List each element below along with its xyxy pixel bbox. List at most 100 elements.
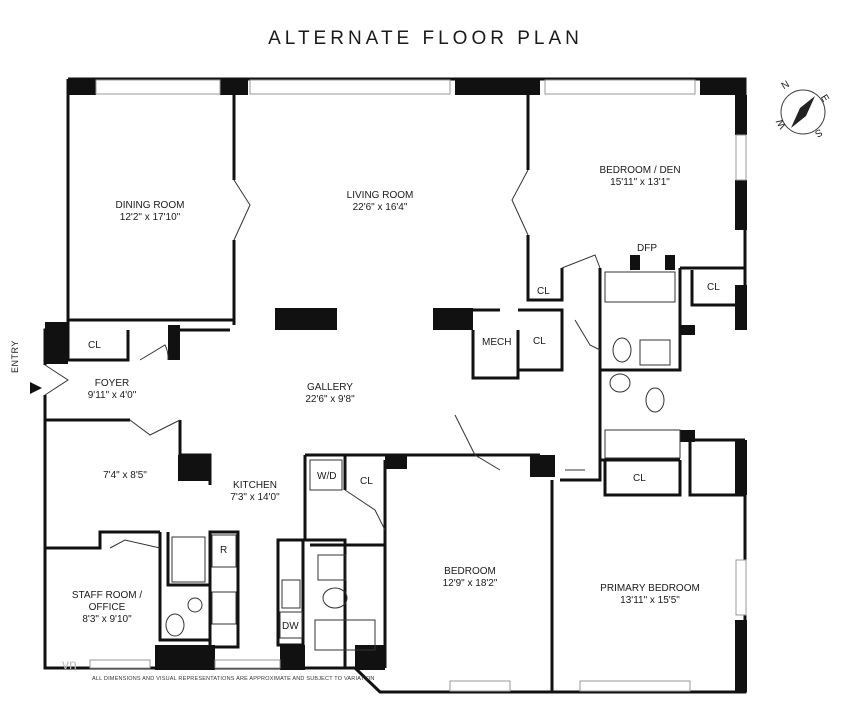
watermark: vn [62,656,77,672]
label-cl-mech: CL [533,336,546,347]
door-kitchen [129,419,181,436]
room-staff: STAFF ROOM / OFFICE 8'3" x 9'10" [62,590,152,626]
outer-wall-left-lower [43,395,355,670]
toilet-staff [165,613,185,637]
window-bedroom-bottom [449,680,511,692]
label-dfp: DFP [637,243,657,254]
entry-arrow [30,382,42,394]
room-foyer-dim: 9'11" x 4'0" [87,390,137,401]
outer-wall-bottom-right [353,440,747,694]
toilet-lower [645,387,665,413]
wall-primary-top [560,460,602,482]
bathtub-staff [171,536,206,583]
door-den-cl [561,254,601,269]
counter-sink [281,579,301,609]
wall-block-4 [700,79,745,95]
bathtub-center [314,619,376,651]
door-living-den [511,169,529,236]
wall-block-15 [530,455,555,477]
room-dining-name: DINING ROOM [115,200,185,211]
sink-center [317,554,347,581]
window-kitchen-bottom-2 [214,659,281,669]
room-foyer-name: FOYER [94,378,130,389]
wall-block-5 [735,95,747,135]
windows [89,79,747,692]
doors [44,169,601,549]
wall-wd [303,455,347,668]
room-staff-name-line2: OFFICE [88,602,126,613]
window-kitchen-bottom [89,659,151,669]
window-living [249,79,451,95]
room-unnamed: 7'4" x 8'5" [85,470,165,482]
wall-cl-mid [526,268,564,302]
fixtures [165,271,681,651]
room-living-dim: 22'6" x 16'4" [352,202,408,213]
wall-mech [471,330,520,380]
wall-block-13 [280,645,305,670]
wall-block-12 [155,645,215,670]
dw-unit [279,611,303,639]
window-den-side [735,134,747,181]
wall-block-19 [385,455,407,469]
sink-lower [609,373,631,393]
wall-block-18 [735,620,747,692]
door-bath [344,489,386,531]
wall-block-3 [455,79,540,95]
door-bath-right [574,319,601,351]
room-gallery: GALLERY 22'6" x 9'8" [280,382,380,406]
toilet-upper [612,337,632,363]
room-dining: DINING ROOM 12'2" x 17'10" [100,200,200,224]
sink-staff [187,597,203,613]
window-den [544,79,696,95]
room-staff-name-line1: STAFF ROOM / [71,590,143,601]
wall-bath-upper [598,268,682,372]
compass-ring [780,89,826,135]
wall-block-10 [168,325,180,360]
door-dining-living [233,179,251,241]
kitchen-counter-left [208,530,240,649]
label-cl-mid: CL [537,286,550,297]
stove [211,591,237,625]
door-foyer-cl [139,344,169,361]
room-unnamed-dim: 7'4" x 8'5" [103,470,147,481]
entry-label: ENTRY [10,340,20,373]
room-primary: PRIMARY BEDROOM 13'11" x 15'5" [590,583,710,607]
room-bedroom: BEDROOM 12'9" x 18'2" [425,566,515,590]
fridge [211,534,237,568]
label-cl-den: CL [707,282,720,293]
room-bedroom-den-dim: 15'11" x 13'1" [610,177,670,188]
room-kitchen: KITCHEN 7'3" x 14'0" [215,480,295,504]
wall-bath-lower [598,370,680,462]
door-entry [44,364,69,396]
disclaimer: ALL DIMENSIONS AND VISUAL REPRESENTATION… [92,676,375,682]
room-primary-name: PRIMARY BEDROOM [600,583,700,594]
wall-primary-right-inner [688,440,745,497]
door-bedroom [454,414,501,471]
sink-upper [639,339,671,366]
wall-block-11 [178,455,210,481]
wall-cl-mid-2 [518,308,564,372]
bathtub-upper [604,271,676,303]
wall-block-21 [680,430,695,442]
wall-block-7 [275,308,337,330]
room-foyer: FOYER 9'11" x 4'0" [72,378,152,402]
toilet-center [322,587,348,609]
wall-block-17 [735,440,747,495]
label-cl-primary: CL [633,473,646,484]
thick-wall-blocks [45,79,747,692]
shower-lower [604,429,681,459]
room-primary-dim: 13'11" x 15'5" [620,595,680,606]
room-kitchen-name: KITCHEN [233,480,277,491]
label-cl-foyer: CL [88,340,101,351]
label-wd: W/D [317,471,337,482]
compass-needle [791,96,815,128]
wd-unit [309,459,343,491]
wall-staff-top [45,530,160,550]
wall-block-16 [735,285,747,330]
window-primary-bottom [579,680,691,692]
wall-cl-primary [603,460,682,497]
room-living: LIVING ROOM 22'6" x 16'4" [320,190,440,214]
room-bedroom-dim: 12'9" x 18'2" [442,578,498,589]
